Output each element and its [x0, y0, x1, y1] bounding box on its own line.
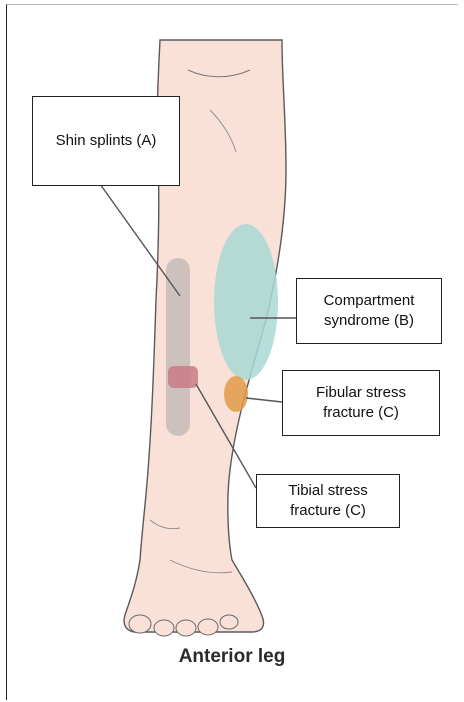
tibial-stress-fracture-region [168, 366, 198, 388]
toe-2 [154, 620, 174, 636]
shin-splints-text: Shin splints (A) [56, 131, 157, 151]
compartment-syndrome-label: Compartment syndrome (B) [296, 278, 442, 344]
compartment-syndrome-region [214, 224, 278, 380]
tibial-stress-fracture-text: Tibial stress fracture (C) [288, 481, 367, 521]
figure-caption: Anterior leg [0, 646, 464, 668]
fibular-stress-fracture-label: Fibular stress fracture (C) [282, 370, 440, 436]
shin-splints-region [166, 258, 190, 436]
shin-splints-label: Shin splints (A) [32, 96, 180, 186]
tibial-stress-fracture-label: Tibial stress fracture (C) [256, 474, 400, 528]
toe-3 [176, 620, 196, 636]
fibular-stress-fracture-region [224, 376, 248, 412]
toe-1 [129, 615, 151, 633]
toe-5 [220, 615, 238, 629]
toe-4 [198, 619, 218, 635]
fibular-stress-fracture-text: Fibular stress fracture (C) [316, 383, 406, 423]
leader-line-fibular [246, 398, 282, 402]
compartment-syndrome-text: Compartment syndrome (B) [324, 291, 415, 331]
